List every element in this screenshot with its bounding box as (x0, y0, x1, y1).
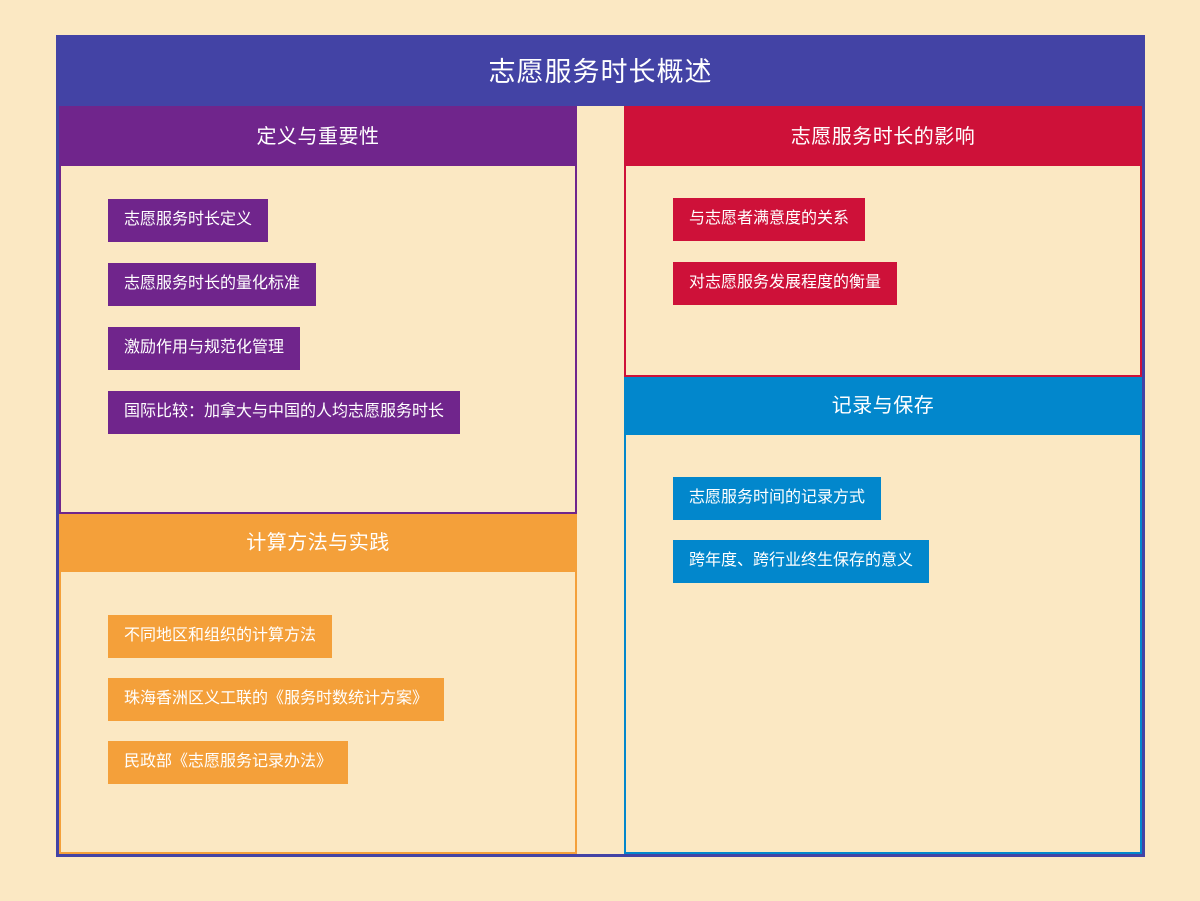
right-column: 志愿服务时长的影响 与志愿者满意度的关系 对志愿服务发展程度的衡量 记录与保存 … (624, 106, 1142, 854)
mindmap-board: 志愿服务时长概述 定义与重要性 志愿服务时长定义 志愿服务时长的量化标准 激励作… (56, 35, 1145, 857)
section-definition: 定义与重要性 志愿服务时长定义 志愿服务时长的量化标准 激励作用与规范化管理 国… (59, 106, 577, 514)
section-body-impact: 与志愿者满意度的关系 对志愿服务发展程度的衡量 (626, 166, 1140, 375)
list-item[interactable]: 国际比较：加拿大与中国的人均志愿服务时长 (108, 391, 461, 434)
list-item[interactable]: 志愿服务时长定义 (108, 199, 269, 242)
list-item[interactable]: 不同地区和组织的计算方法 (108, 615, 333, 658)
section-header-record: 记录与保存 (626, 377, 1140, 435)
columns-container: 定义与重要性 志愿服务时长定义 志愿服务时长的量化标准 激励作用与规范化管理 国… (59, 106, 1142, 854)
list-item[interactable]: 激励作用与规范化管理 (108, 327, 301, 370)
list-item[interactable]: 志愿服务时间的记录方式 (673, 477, 882, 520)
section-body-record: 志愿服务时间的记录方式 跨年度、跨行业终生保存的意义 (626, 435, 1140, 852)
section-impact: 志愿服务时长的影响 与志愿者满意度的关系 对志愿服务发展程度的衡量 (624, 106, 1142, 377)
column-divider-gap (577, 106, 624, 854)
section-record: 记录与保存 志愿服务时间的记录方式 跨年度、跨行业终生保存的意义 (624, 377, 1142, 854)
list-item[interactable]: 跨年度、跨行业终生保存的意义 (673, 540, 930, 583)
section-header-calculation: 计算方法与实践 (61, 514, 575, 572)
page-title: 志愿服务时长概述 (59, 38, 1142, 106)
list-item[interactable]: 志愿服务时长的量化标准 (108, 263, 317, 306)
section-body-calculation: 不同地区和组织的计算方法 珠海香洲区义工联的《服务时数统计方案》 民政部《志愿服… (61, 572, 575, 852)
section-body-definition: 志愿服务时长定义 志愿服务时长的量化标准 激励作用与规范化管理 国际比较：加拿大… (61, 166, 575, 512)
section-header-definition: 定义与重要性 (61, 108, 575, 166)
list-item[interactable]: 民政部《志愿服务记录办法》 (108, 741, 349, 784)
left-column: 定义与重要性 志愿服务时长定义 志愿服务时长的量化标准 激励作用与规范化管理 国… (59, 106, 577, 854)
section-calculation: 计算方法与实践 不同地区和组织的计算方法 珠海香洲区义工联的《服务时数统计方案》… (59, 514, 577, 854)
list-item[interactable]: 对志愿服务发展程度的衡量 (673, 262, 898, 305)
section-header-impact: 志愿服务时长的影响 (626, 108, 1140, 166)
list-item[interactable]: 珠海香洲区义工联的《服务时数统计方案》 (108, 678, 445, 721)
list-item[interactable]: 与志愿者满意度的关系 (673, 198, 866, 241)
